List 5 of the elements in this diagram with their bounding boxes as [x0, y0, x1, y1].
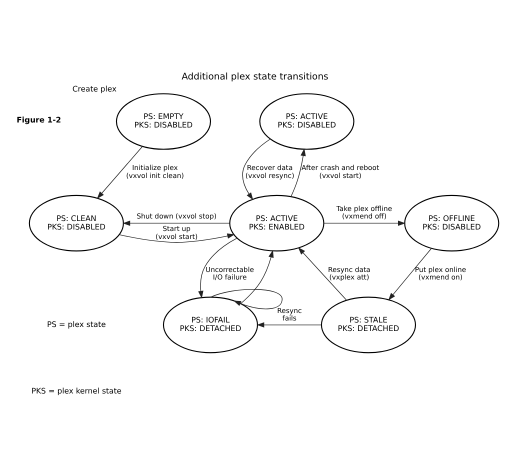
label: PKS = plex kernel state — [31, 386, 122, 396]
label: PS = plex state — [46, 320, 106, 329]
node-label: Create plex — [72, 84, 117, 94]
label: Figure 1-2 — [16, 116, 62, 125]
diagram-title: Additional plex state transitions — [182, 72, 328, 83]
